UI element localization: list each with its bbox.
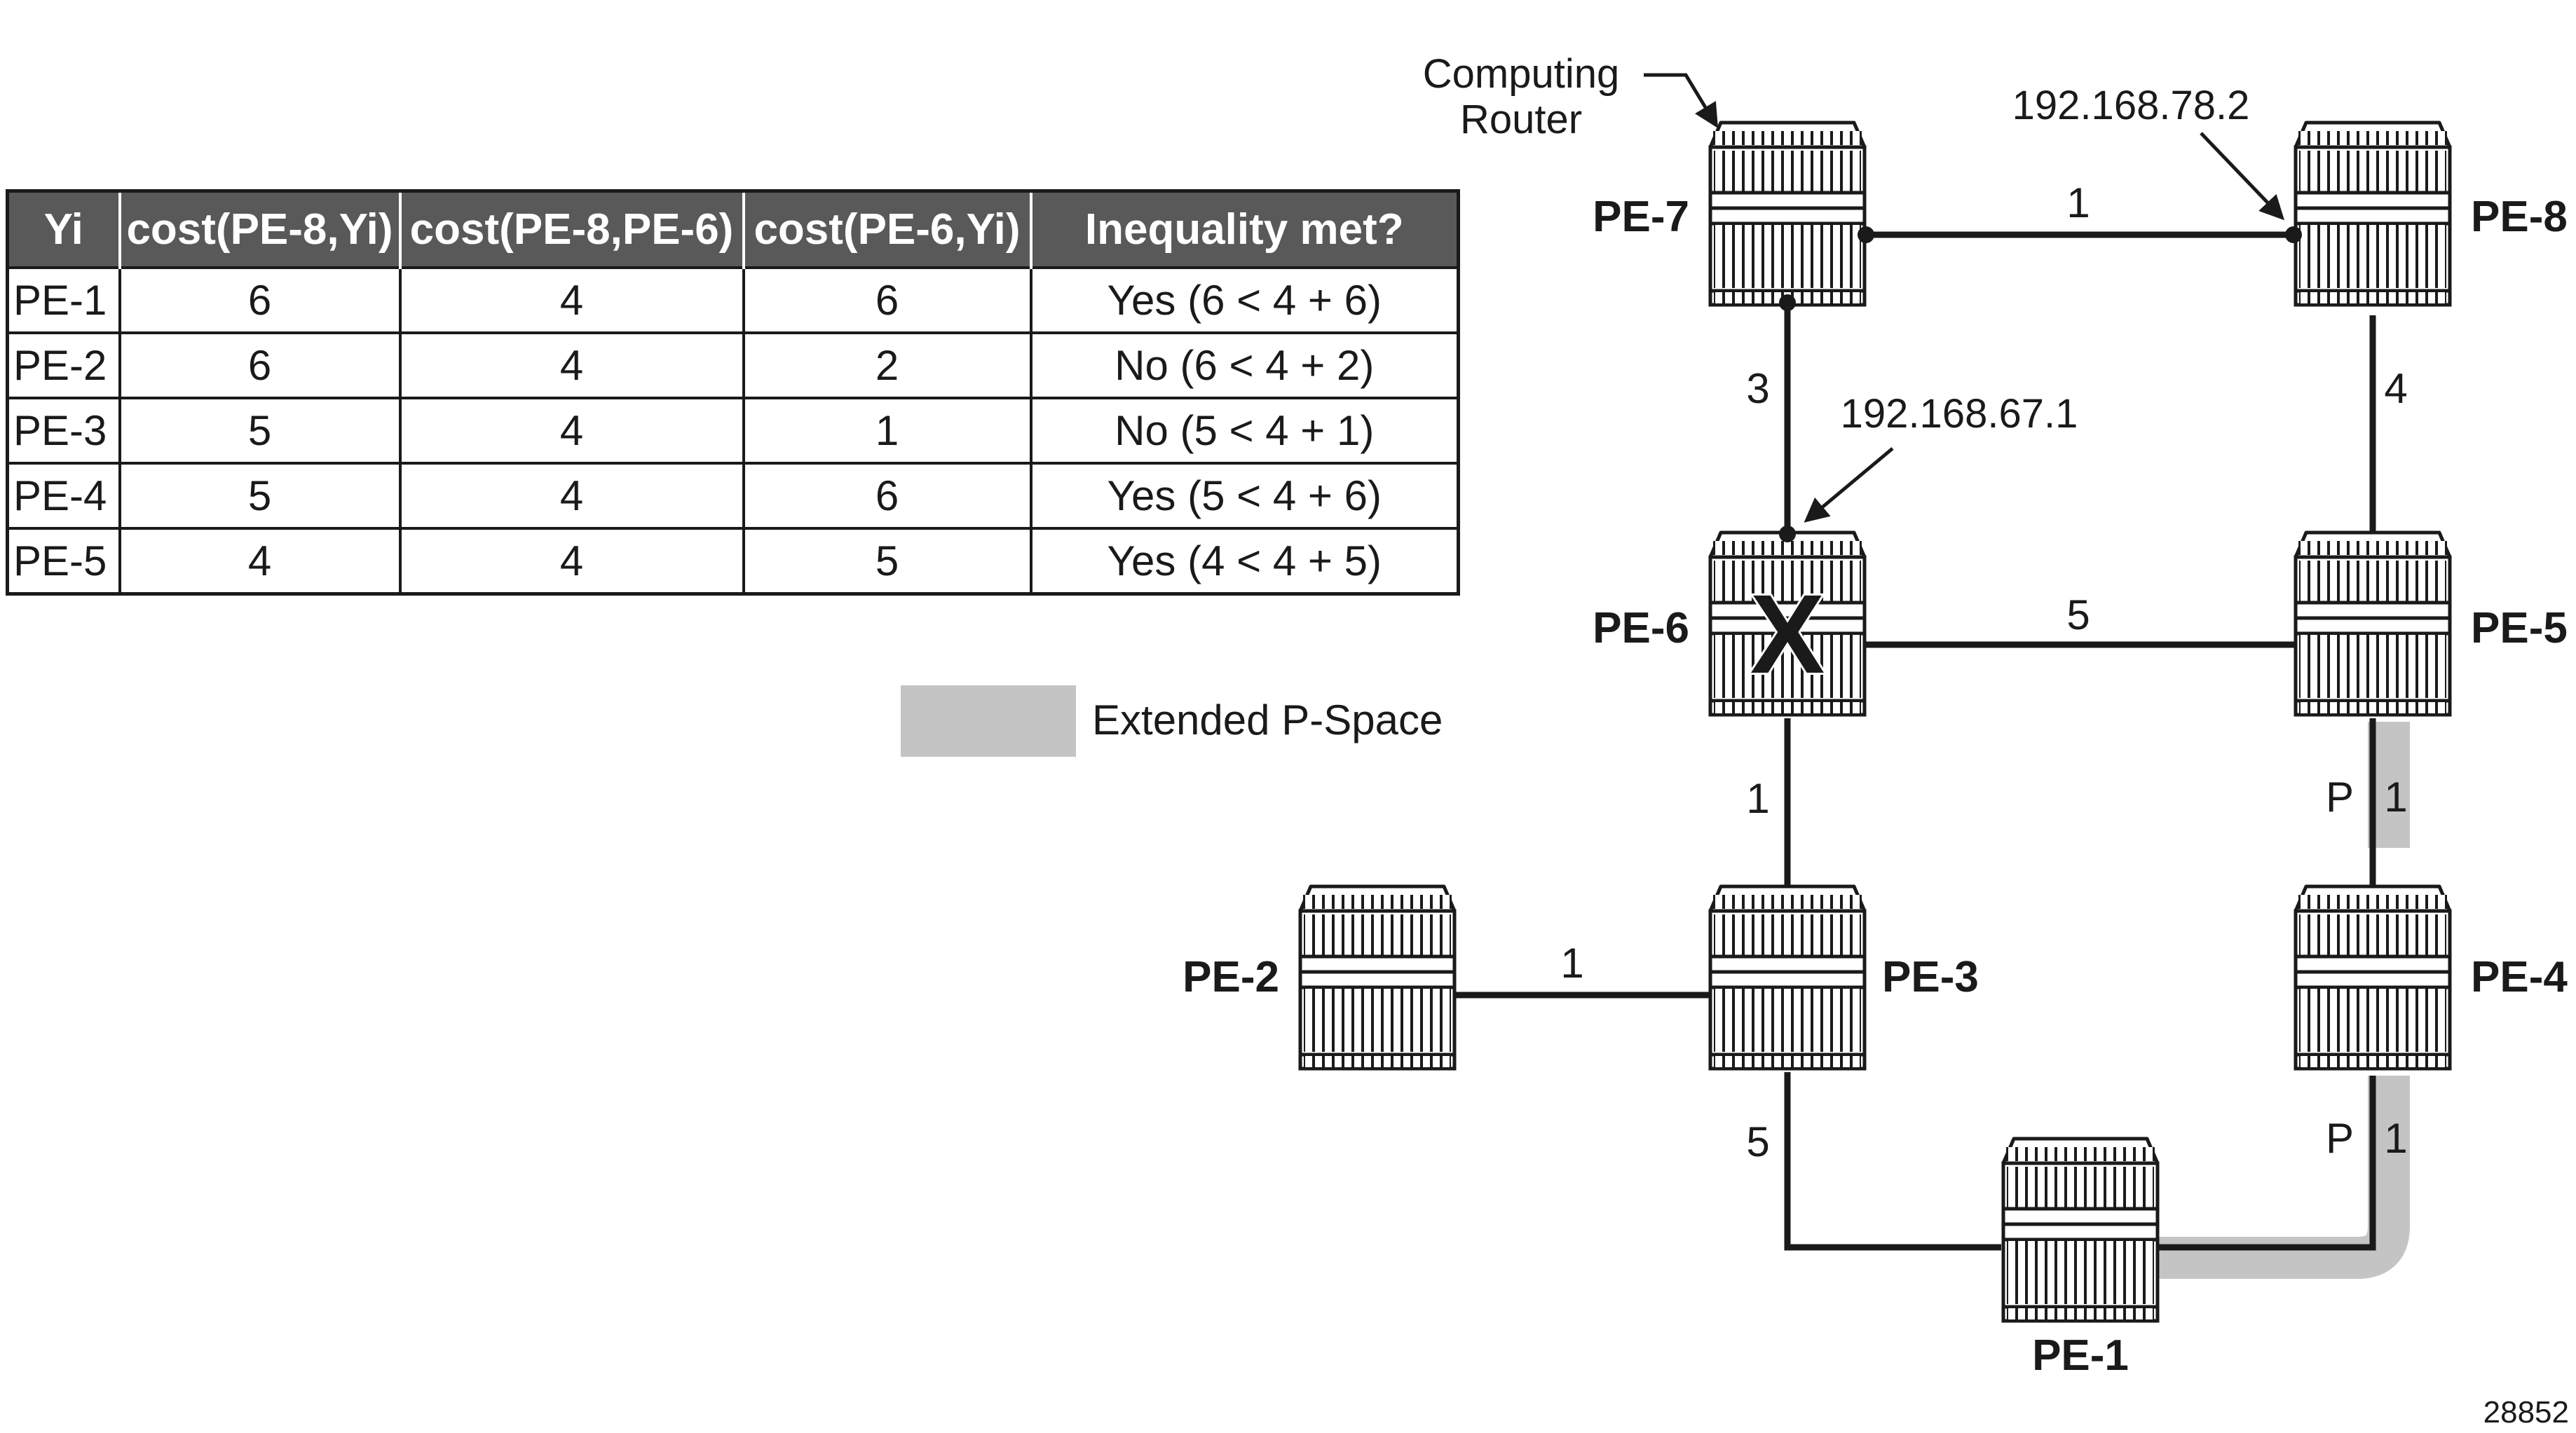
table-row: PE-4 5 4 6 Yes (5 < 4 + 6)	[6, 462, 1460, 530]
cell-cost-pe8-yi: 6	[118, 266, 402, 334]
router-label-pe6: PE-6	[1593, 604, 1689, 652]
link-cost-pe4-pe1: 1	[2384, 1115, 2407, 1162]
router-label-pe7: PE-7	[1593, 193, 1689, 241]
cell-yi: PE-5	[6, 527, 121, 596]
link-pe3-pe1	[1784, 1072, 2001, 1251]
figure-id: 28852	[2483, 1395, 2569, 1429]
header-yi: Yi	[7, 191, 121, 268]
cell-cost-pe8-pe6: 4	[398, 527, 745, 596]
cell-cost-pe8-pe6: 4	[398, 397, 745, 465]
router-pe4-icon	[2296, 886, 2450, 1069]
cell-cost-pe8-pe6: 4	[398, 331, 745, 399]
interface-dot	[1779, 294, 1796, 311]
failed-node-marker: X	[1750, 571, 1825, 697]
cell-yi: PE-4	[6, 462, 121, 530]
router-pe7-icon	[1710, 123, 1865, 305]
cell-cost-pe6-yi: 5	[742, 527, 1033, 596]
router-label-pe4: PE-4	[2471, 953, 2568, 1001]
router-pe3-icon	[1710, 886, 1865, 1069]
link-pe4-pe1	[2159, 1076, 2376, 1251]
ip-label-pe8: 192.168.78.2	[2012, 83, 2250, 128]
table-row: PE-3 5 4 1 No (5 < 4 + 1)	[6, 397, 1460, 465]
legend-label: Extended P-Space	[1092, 697, 1443, 743]
table-row: PE-5 4 4 5 Yes (4 < 4 + 5)	[6, 527, 1460, 596]
cell-cost-pe8-pe6: 4	[398, 266, 745, 334]
ip-pe6-arrow	[1804, 447, 1894, 523]
cell-cost-pe6-yi: 6	[742, 462, 1033, 530]
cell-inequality: Yes (4 < 4 + 5)	[1029, 527, 1460, 596]
cell-cost-pe6-yi: 6	[742, 266, 1033, 334]
link-cost-pe2-pe3: 1	[1560, 940, 1583, 987]
link-cost-pe8-pe5: 4	[2384, 365, 2407, 412]
ip-pe8-arrow	[2200, 132, 2285, 221]
legend-swatch	[901, 685, 1076, 757]
cell-cost-pe6-yi: 2	[742, 331, 1033, 399]
link-cost-pe6-pe3: 1	[1746, 775, 1769, 822]
link-cost-pe3-pe1: 5	[1746, 1118, 1769, 1165]
cell-inequality: No (5 < 4 + 1)	[1029, 397, 1460, 465]
router-pe1-icon	[2003, 1139, 2158, 1321]
table-row: PE-1 6 4 6 Yes (6 < 4 + 6)	[6, 266, 1460, 334]
router-label-pe1: PE-1	[2032, 1331, 2129, 1380]
header-cost-pe6-yi: cost(PE-6,Yi)	[742, 191, 1033, 268]
cell-cost-pe8-pe6: 4	[398, 462, 745, 530]
cell-cost-pe8-yi: 4	[118, 527, 402, 596]
interface-dots	[1779, 226, 2302, 542]
interface-dot	[2285, 226, 2302, 243]
router-pe5-icon	[2296, 533, 2450, 715]
cell-yi: PE-3	[6, 397, 121, 465]
router-label-pe5: PE-5	[2471, 604, 2568, 652]
computing-router-arrow	[1644, 73, 1719, 128]
router-pe8-icon	[2296, 123, 2450, 305]
cell-inequality: Yes (5 < 4 + 6)	[1029, 462, 1460, 530]
cost-table: Yi cost(PE-8,Yi) cost(PE-8,PE-6) cost(PE…	[6, 189, 1460, 596]
header-cost-pe8-yi: cost(PE-8,Yi)	[118, 191, 402, 268]
computing-router-label-line2: Router	[1460, 97, 1582, 142]
interface-dot	[1858, 226, 1874, 243]
cell-cost-pe6-yi: 1	[742, 397, 1033, 465]
router-label-pe3: PE-3	[1882, 953, 1979, 1001]
cell-yi: PE-2	[6, 331, 121, 399]
p-marker-pe4-pe1: P	[2326, 1115, 2354, 1162]
header-cost-pe8-pe6: cost(PE-8,PE-6)	[398, 191, 745, 268]
router-label-pe2: PE-2	[1183, 953, 1279, 1001]
annotation-arrows	[1644, 73, 2285, 523]
link-cost-pe6-pe5: 5	[2066, 591, 2090, 638]
interface-dot	[1779, 526, 1796, 542]
link-cost-pe5-pe4: 1	[2384, 774, 2407, 821]
cell-cost-pe8-yi: 5	[118, 397, 402, 465]
router-label-pe8: PE-8	[2471, 193, 2568, 241]
computing-router-label-line1: Computing	[1423, 51, 1619, 97]
cell-inequality: Yes (6 < 4 + 6)	[1029, 266, 1460, 334]
extended-p-space-highlight	[2155, 722, 2410, 1279]
cell-cost-pe8-yi: 6	[118, 331, 402, 399]
link-cost-pe7-pe6: 3	[1746, 365, 1769, 412]
router-pe2-icon	[1300, 886, 1454, 1069]
link-cost-pe7-pe8: 1	[2066, 179, 2090, 226]
links	[1454, 231, 2376, 1251]
cell-cost-pe8-yi: 5	[118, 462, 402, 530]
cell-yi: PE-1	[6, 266, 121, 334]
ip-label-pe6: 192.168.67.1	[1841, 391, 2078, 437]
p-marker-pe5-pe4: P	[2326, 774, 2354, 821]
header-inequality: Inequality met?	[1029, 191, 1459, 268]
cell-inequality: No (6 < 4 + 2)	[1029, 331, 1460, 399]
table-row: PE-2 6 4 2 No (6 < 4 + 2)	[6, 331, 1460, 399]
table-header-row: Yi cost(PE-8,Yi) cost(PE-8,PE-6) cost(PE…	[7, 191, 1459, 268]
